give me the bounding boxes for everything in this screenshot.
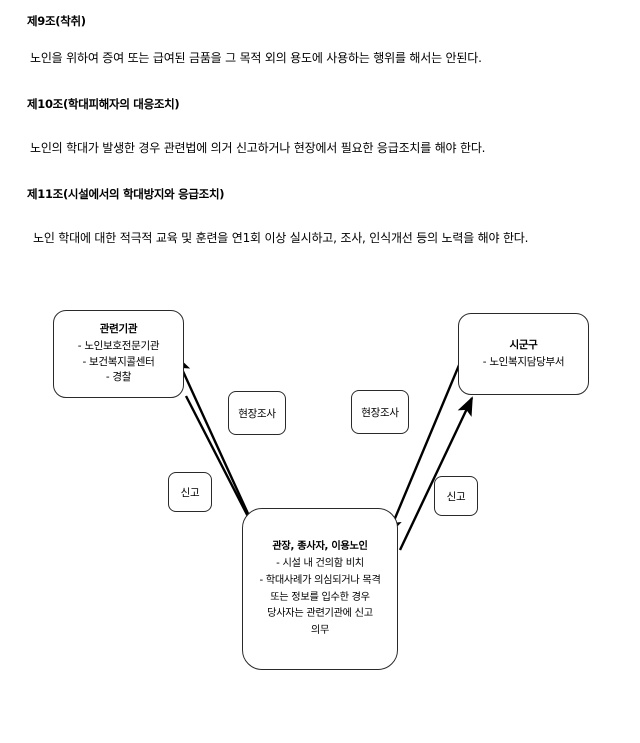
- node-facility-line-2: - 학대사례가 의심되거나 목격: [259, 574, 381, 586]
- node-city-county-line-1: - 노인복지담당부서: [482, 355, 565, 368]
- edge-label-report-right: 신고: [434, 476, 478, 516]
- arrow-facility-to-related-agency: [174, 354, 252, 519]
- node-related-agency: 관련기관 - 노인보호전문기관 - 보건복지콜센터 - 경찰: [53, 310, 184, 398]
- node-facility-line-3: 또는 정보를 입수한 경우: [270, 591, 370, 603]
- node-city-county: 시군구 - 노인복지담당부서: [458, 313, 589, 395]
- section-paragraph-10: 노인의 학대가 발생한 경우 관련법에 의거 신고하거나 현장에서 필요한 응급…: [30, 141, 486, 155]
- arrow-facility-to-city-county: [398, 396, 474, 551]
- section-heading-11: 제11조(시설에서의 학대방지와 응급조치): [27, 187, 225, 201]
- section-heading-10: 제10조(학대피해자의 대응조치): [27, 97, 180, 111]
- section-paragraph-11: 노인 학대에 대한 적극적 교육 및 훈련을 연1회 이상 실시하고, 조사, …: [33, 231, 529, 245]
- node-facility-line-4: 당사자는 관련기관에 신고: [267, 608, 373, 620]
- diagram-connectors: [174, 354, 474, 551]
- node-related-agency-line-2: - 보건복지콜센터: [82, 355, 155, 368]
- node-facility-line-5: 의무: [310, 624, 330, 636]
- node-facility-title: 관장, 종사자, 이용노인: [272, 540, 368, 552]
- arrow-city-county-to-facility: [386, 357, 464, 537]
- node-related-agency-title: 관련기관: [99, 323, 138, 336]
- section-heading-9: 제9조(착취): [27, 14, 86, 28]
- node-related-agency-line-3: - 경찰: [105, 371, 132, 384]
- abuse-response-flow-diagram: 관련기관 - 노인보호전문기관 - 보건복지콜센터 - 경찰 시군구 - 노인복…: [0, 290, 640, 710]
- node-city-county-title: 시군구: [509, 338, 538, 351]
- node-related-agency-line-1: - 노인보호전문기관: [77, 339, 160, 352]
- edge-label-survey-right: 현장조사: [351, 390, 409, 434]
- edge-label-survey-left: 현장조사: [228, 391, 286, 435]
- edge-label-report-left: 신고: [168, 472, 212, 512]
- node-facility-line-1: - 시설 내 건의함 비치: [276, 558, 364, 570]
- node-facility-staff-elderly: 관장, 종사자, 이용노인 - 시설 내 건의함 비치 - 학대사례가 의심되거…: [242, 508, 398, 670]
- arrow-related-agency-to-facility: [184, 395, 260, 538]
- section-paragraph-9: 노인을 위하여 증여 또는 급여된 금품을 그 목적 외의 용도에 사용하는 행…: [30, 51, 482, 65]
